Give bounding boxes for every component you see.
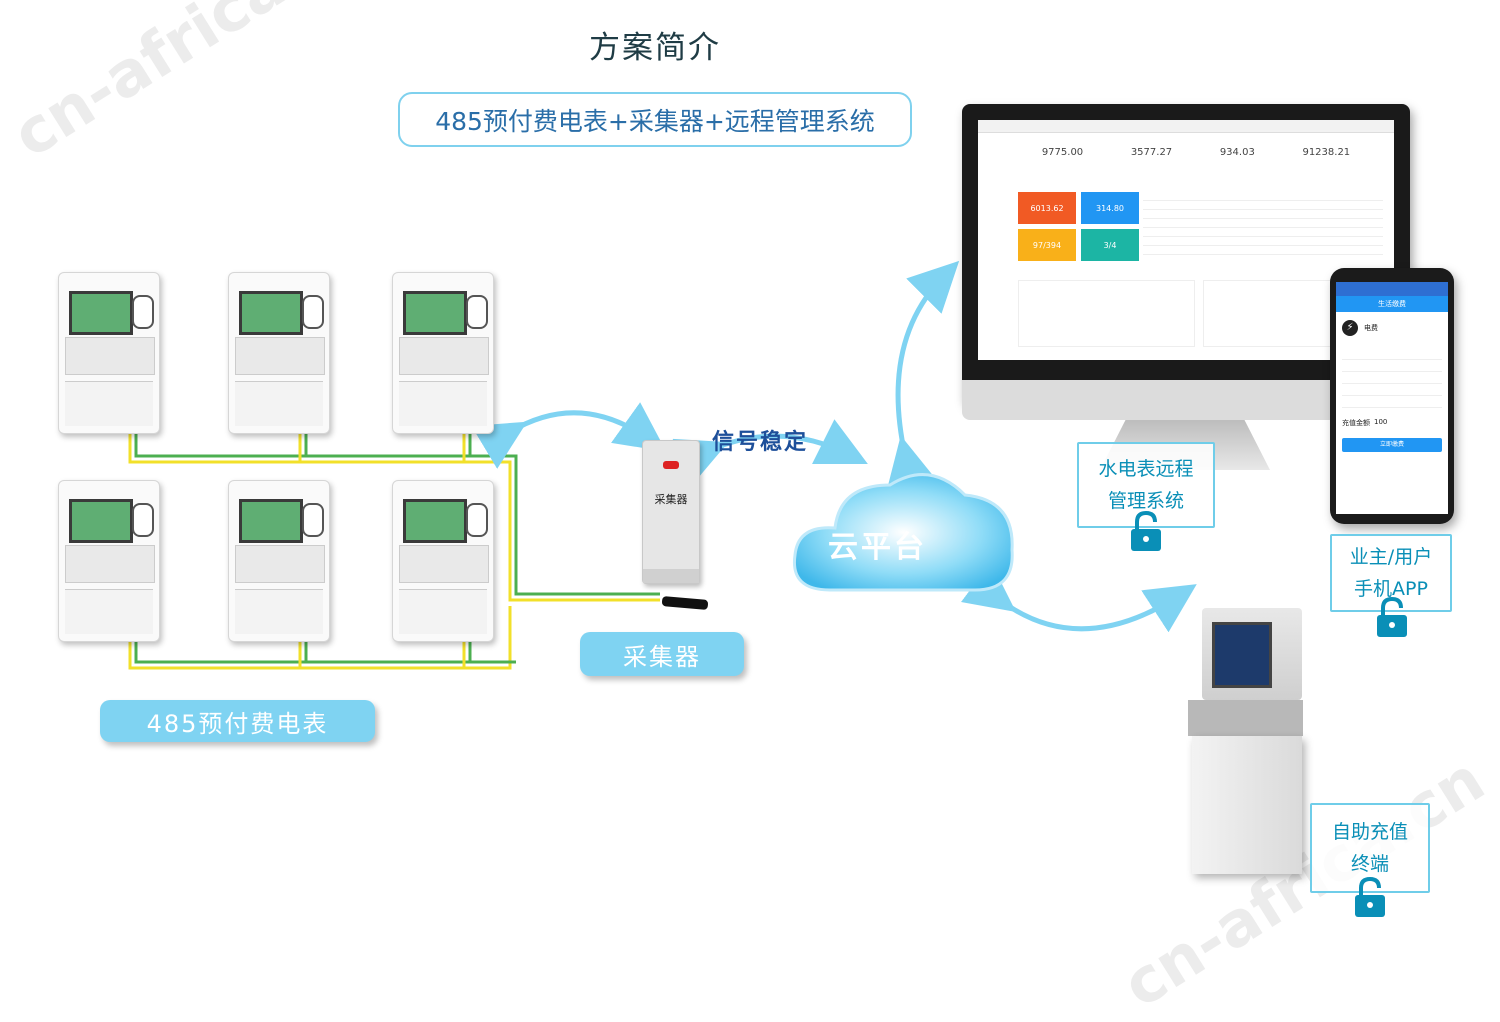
phone-amount-label: 充值金额 — [1342, 419, 1370, 427]
phone-amount: 100 — [1374, 418, 1388, 426]
remote-system-line2: 管理系统 — [1107, 490, 1184, 512]
mobile-app-box: 业主/用户 手机APP — [1330, 534, 1452, 612]
prepaid-meter — [392, 480, 494, 642]
dashboard-stat: 91238.21 — [1302, 147, 1351, 158]
mobile-app-line2: 手机APP — [1354, 578, 1428, 600]
dashboard-tile: 314.80 — [1081, 192, 1139, 224]
phone-header: 生活缴费 — [1336, 296, 1448, 312]
lock-icon — [1355, 876, 1385, 917]
arrow-icon — [471, 260, 1197, 633]
collector-device: 采集器 — [642, 440, 700, 584]
dashboard-stat: 3577.27 — [1130, 147, 1173, 158]
cloud-label: 云平台 — [828, 530, 927, 565]
prepaid-meter — [392, 272, 494, 434]
lightning-icon: ⚡ — [1342, 320, 1358, 336]
kiosk-line2: 终端 — [1350, 853, 1389, 875]
kiosk-line1: 自助充值 — [1331, 821, 1408, 843]
remote-system-line1: 水电表远程 — [1098, 458, 1194, 480]
cloud-icon — [792, 473, 1014, 592]
mobile-app-line1: 业主/用户 — [1349, 546, 1433, 568]
dashboard-stat: 9775.00 — [1041, 147, 1084, 158]
collector-label: 采集器 — [580, 632, 744, 676]
signal-label: 信号稳定 — [712, 430, 809, 455]
phone-service: 电费 — [1364, 324, 1378, 332]
phone-pay-button[interactable]: 立即缴费 — [1342, 438, 1442, 452]
phone: 生活缴费 ⚡ 电费 充值金额 100 立即缴费 — [1330, 268, 1454, 524]
prepaid-meter — [58, 272, 160, 434]
lock-icon — [1377, 596, 1407, 637]
dashboard-stat: 934.03 — [1219, 147, 1255, 158]
kiosk — [1188, 608, 1316, 874]
page-title: 方案简介 — [589, 30, 721, 66]
dashboard-tile: 3/4 — [1081, 229, 1139, 261]
prepaid-meter — [228, 480, 330, 642]
collector-device-label: 采集器 — [654, 493, 688, 506]
dashboard-tile: 97/394 — [1018, 229, 1076, 261]
dashboard-screen: 9775.00 3577.27 934.03 91238.21 6013.62 … — [978, 120, 1394, 360]
dashboard-tile: 6013.62 — [1018, 192, 1076, 224]
prepaid-meter — [228, 272, 330, 434]
lock-icon — [1131, 510, 1161, 551]
meters-label: 485预付费电表 — [100, 700, 375, 742]
diagram-connections — [128, 260, 1197, 670]
subtitle-box: 485预付费电表+采集器+远程管理系统 — [398, 92, 912, 147]
prepaid-meter — [58, 480, 160, 642]
